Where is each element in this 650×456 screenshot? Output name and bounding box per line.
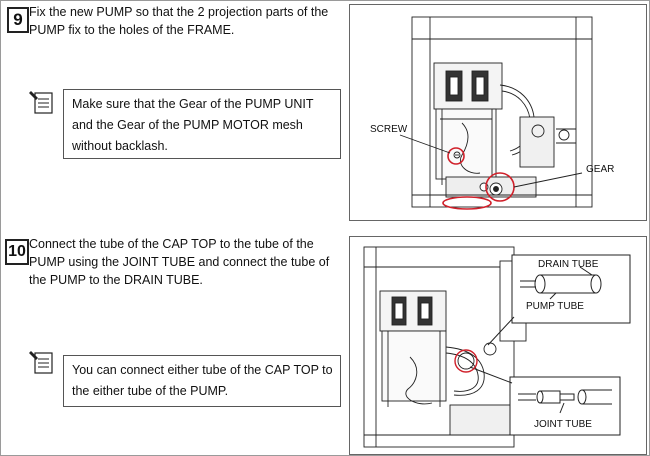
step-10-number: 10 — [5, 239, 29, 265]
joint-tube-label: JOINT TUBE — [534, 419, 592, 430]
step-10-figure: DRAIN TUBE PUMP TUBE JOINT TUBE — [349, 236, 647, 455]
pump-tube-label: PUMP TUBE — [526, 301, 584, 312]
step-9-number: 9 — [7, 7, 29, 33]
gear-label: GEAR — [586, 164, 614, 175]
step-10-note: You can connect either tube of the CAP T… — [63, 355, 341, 407]
screw-label: SCREW — [370, 124, 408, 135]
step-9-instruction: Fix the new PUMP so that the 2 projectio… — [29, 5, 329, 37]
drain-tube-label: DRAIN TUBE — [538, 259, 599, 270]
note-pad-icon — [29, 351, 53, 374]
step-9-figure: SCREW GEAR — [349, 4, 647, 221]
step-9-note: Make sure that the Gear of the PUMP UNIT… — [63, 89, 341, 159]
step-10-instruction: Connect the tube of the CAP TOP to the t… — [29, 237, 330, 287]
note-pad-icon — [29, 91, 53, 114]
